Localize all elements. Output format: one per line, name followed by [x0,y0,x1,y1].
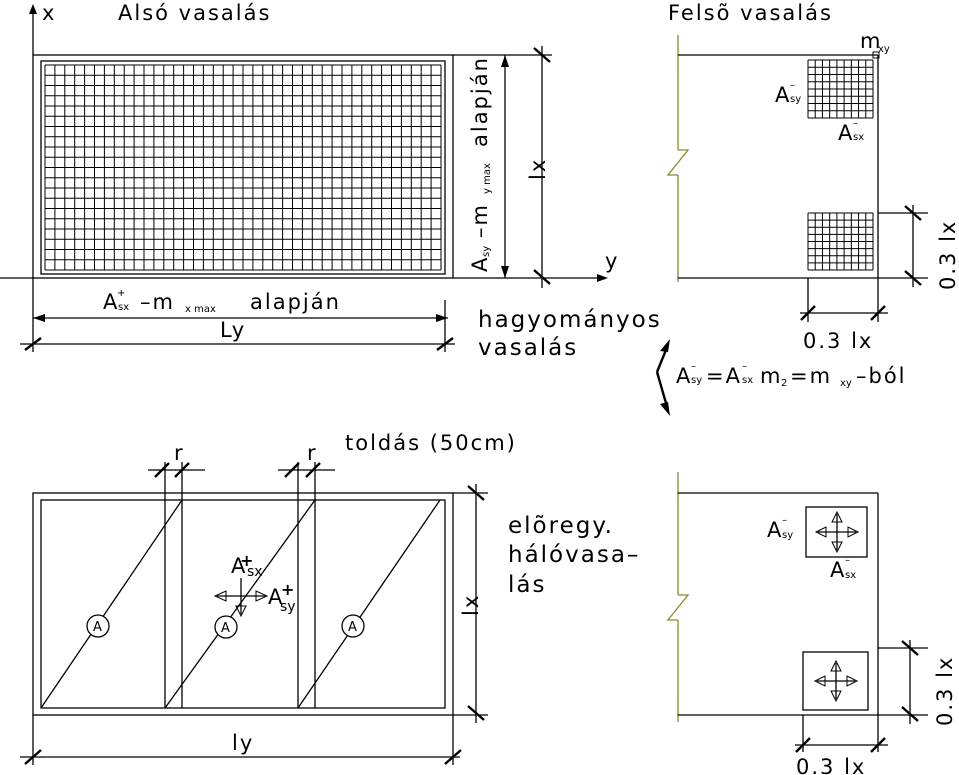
svg-text:x max: x max [185,304,216,315]
svg-text:A: A [93,620,102,635]
r-label-2: r [307,441,318,465]
mxy-label: m xy [860,29,890,55]
svg-text:sy: sy [691,375,702,386]
prefab-mesh-panel: elõregy. hálóvasa– lás [508,472,957,775]
svg-text:A: A [468,256,492,272]
svg-text:–: – [845,555,850,566]
svg-text:–m: –m [468,203,492,238]
mesh-tag-3: A [341,614,365,638]
asy-minus-label: A – sy [775,80,801,107]
eloregy-line1: elõregy. [508,513,614,539]
cross-arrows-icon-lower [813,659,859,703]
top-corner-mesh-upper [807,59,874,119]
svg-text:m: m [860,29,882,53]
svg-text:–: – [782,515,787,526]
r-label-1: r [174,441,185,465]
mesh-tag-2: A [214,615,238,639]
svg-text:A: A [348,620,357,635]
svg-text:sx: sx [853,132,864,143]
asx-plus-label: A + sx –m x max alapján [103,288,341,315]
svg-text:A: A [838,121,854,145]
title-felso-vasalas: Felsõ vasalás [668,1,833,25]
bottom-reinforcement-panel: x Alsó vasalás A + sx –m x max alapján L… [0,1,619,352]
svg-text:sx: sx [247,564,263,580]
svg-text:sy: sy [280,599,296,615]
svg-text:A: A [221,621,230,636]
svg-text:+: + [117,288,125,299]
middle-annotations: hagyományos vasalás A – sy =A – sx m 2 =… [478,307,907,416]
asx-plus-mesh-label: A + sx [231,551,263,580]
svg-text:sy: sy [782,530,793,541]
asy-vertical-label: A sy –m y max alapján [468,56,493,272]
top-reinforcement-panel: Felsõ vasalás m xy A – sy A – sx [666,1,959,353]
svg-text:sx: sx [742,375,753,386]
asx-minus-label: A – sx [838,118,864,145]
svg-text:A: A [676,364,692,388]
axis-y-label: y [605,249,619,273]
bottom-mesh-grid [44,64,442,271]
title-also-vasalas: Alsó vasalás [118,1,271,25]
mesh-tag-1: A [86,614,110,638]
svg-text:=m: =m [790,364,832,388]
dim-ly-bottom: ly [232,731,254,755]
dim-right-top: 0.3 lx [936,220,959,290]
hagyomanyos-line1: hagyományos [478,307,662,333]
svg-text:m: m [760,364,782,388]
svg-text:–: – [691,361,696,372]
hagyomanyos-line2: vasalás [478,335,578,361]
svg-text:alapján: alapján [468,56,492,147]
dim-ly-top: Ly [220,318,246,342]
dim-lx-bottom: lx [459,594,483,616]
svg-text:–m: –m [140,290,175,314]
svg-text:–ból: –ból [856,364,907,388]
dim-bottom-top: 0.3 lx [803,329,873,353]
asy-plus-mesh-label: A + sy [268,580,296,615]
cross-arrows-icon-upper [814,510,860,554]
axis-x-label: x [42,1,56,25]
dim-bottom-bottom: 0.3 lx [796,755,866,775]
svg-text:xy: xy [878,44,890,55]
svg-text:A: A [268,585,284,609]
svg-text:xy: xy [840,378,852,389]
svg-text:=A: =A [706,364,742,388]
svg-text:sx: sx [845,570,856,581]
svg-text:sy: sy [481,246,492,257]
svg-text:A: A [103,290,119,314]
svg-text:A: A [231,554,247,578]
svg-text:alapján: alapján [250,290,341,314]
bidirectional-arrows-icon [213,578,269,618]
formula-asy-asx: A – sy =A – sx m 2 =m xy –ból [676,361,907,389]
svg-text:+: + [281,580,294,599]
svg-text:A: A [775,83,791,107]
top-corner-mesh-lower [807,212,874,271]
eloregy-line2: hálóvasa– [508,542,640,568]
svg-text:A: A [830,558,846,582]
svg-text:2: 2 [781,378,787,389]
asx-minus-mesh-label: A – sx [830,555,856,582]
svg-text:sx: sx [118,302,129,313]
svg-text:A: A [767,518,783,542]
svg-text:sy: sy [790,94,801,105]
toldas-label: toldás (50cm) [345,431,517,455]
svg-text:–: – [790,80,795,91]
svg-text:–: – [742,361,747,372]
mesh-splice-panel: toldás (50cm) r r A A [20,431,517,765]
asy-minus-mesh-label: A – sy [767,515,793,542]
svg-text:–: – [853,118,858,129]
svg-text:+: + [240,551,253,570]
eloregy-line3: lás [508,572,546,598]
dim-lx-top: lx [526,158,550,180]
dim-right-bottom: 0.3 lx [933,656,957,726]
svg-text:y max: y max [482,163,493,194]
